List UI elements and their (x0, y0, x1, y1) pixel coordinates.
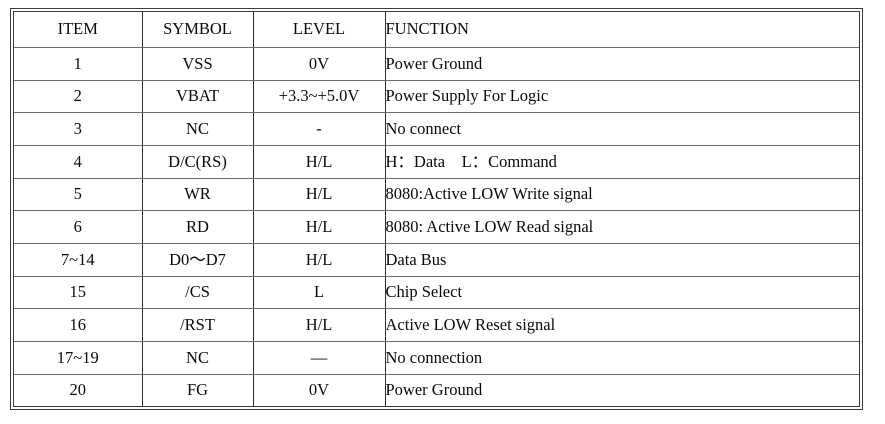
cell-symbol: /CS (142, 276, 254, 310)
cell-item: 1 (14, 47, 143, 81)
cell-item: 4 (14, 145, 143, 179)
cell-level: H/L (253, 178, 386, 212)
cell-item: 5 (14, 178, 143, 212)
cell-symbol: WR (142, 178, 254, 212)
cell-item: 3 (14, 112, 143, 146)
cell-symbol: NC (142, 341, 254, 375)
cell-function: H：Data L：Command (385, 145, 859, 179)
cell-level: L (253, 276, 386, 310)
cell-level: 0V (253, 47, 386, 81)
cell-symbol: D/C(RS) (142, 145, 254, 179)
cell-function: 8080: Active LOW Read signal (385, 210, 859, 244)
cell-function: No connection (385, 341, 859, 375)
cell-item: 16 (14, 308, 143, 342)
cell-symbol: FG (142, 374, 254, 406)
cell-level: H/L (253, 145, 386, 179)
cell-level: - (253, 112, 386, 146)
column-header-function: FUNCTION (385, 12, 859, 48)
cell-symbol: /RST (142, 308, 254, 342)
cell-level: H/L (253, 243, 386, 277)
cell-item: 17~19 (14, 341, 143, 375)
column-header-level: LEVEL (253, 12, 386, 48)
cell-level: H/L (253, 210, 386, 244)
column-header-symbol: SYMBOL (142, 12, 254, 48)
column-header-item: ITEM (14, 12, 143, 48)
cell-level: — (253, 341, 386, 375)
cell-function: Active LOW Reset signal (385, 308, 859, 342)
cell-function: Data Bus (385, 243, 859, 277)
cell-function: Chip Select (385, 276, 859, 310)
header-row: ITEM SYMBOL LEVEL FUNCTION (14, 12, 859, 48)
cell-symbol: VSS (142, 47, 254, 81)
cell-item: 6 (14, 210, 143, 244)
cell-symbol: VBAT (142, 80, 254, 114)
cell-function: Power Ground (385, 380, 483, 400)
cell-function: Power Ground (385, 47, 859, 81)
cell-item: 2 (14, 80, 143, 114)
cell-function: No connect (385, 112, 859, 146)
cell-symbol: NC (142, 112, 254, 146)
cell-item: 20 (14, 374, 143, 406)
cell-item: 15 (14, 276, 143, 310)
cell-level: +3.3~+5.0V (253, 80, 386, 114)
cell-function: 8080:Active LOW Write signal (385, 178, 859, 212)
cell-level: 0V (253, 374, 386, 406)
cell-symbol: RD (142, 210, 254, 244)
cell-level: H/L (253, 308, 386, 342)
cell-symbol: D0～D7 (142, 243, 254, 277)
cell-item: 7~14 (14, 243, 143, 277)
cell-function: Power Supply For Logic (385, 80, 859, 114)
